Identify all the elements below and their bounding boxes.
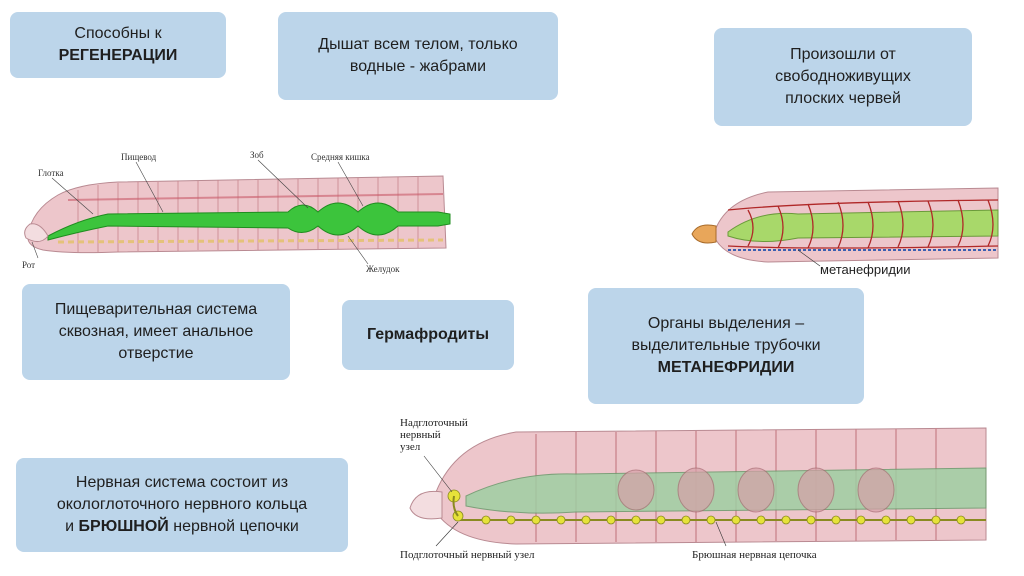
label-nadglot-2: нервный bbox=[400, 429, 441, 441]
card-digestive: Пищеварительная система сквозная, имеет … bbox=[22, 284, 290, 380]
card-text-mixed: и БРЮШНОЙ нервной цепочки bbox=[65, 518, 299, 535]
label-srednyaya: Средняя кишка bbox=[311, 152, 370, 162]
card-text-bold: МЕТАНЕФРИДИИ bbox=[657, 359, 795, 376]
card-text: Нервная система состоит из bbox=[75, 474, 289, 491]
label-zob: Зоб bbox=[250, 150, 264, 160]
card-text: Дышат всем телом, только bbox=[318, 36, 518, 53]
card-breathing: Дышат всем телом, только водные - жабрам… bbox=[278, 12, 558, 100]
label-glotka: Глотка bbox=[38, 168, 64, 178]
label-zheludok: Желудок bbox=[366, 264, 400, 274]
card-excretory: Органы выделения – выделительные трубочк… bbox=[588, 288, 864, 404]
card-regeneration: Способны к РЕГЕНЕРАЦИИ bbox=[10, 12, 226, 78]
label-metanefridii: метанефридии bbox=[820, 262, 910, 277]
card-text: свободноживущих bbox=[775, 68, 911, 85]
card-text: Органы выделения – bbox=[647, 315, 805, 332]
label-rot: Рот bbox=[22, 260, 35, 270]
label-nadglot: Надглоточный bbox=[400, 417, 468, 429]
card-text: окологлоточного нервного кольца bbox=[56, 496, 308, 513]
card-text: Пищеварительная система bbox=[54, 301, 258, 318]
card-text: сквозная, имеет анальное bbox=[58, 323, 254, 340]
card-text: выделительные трубочки bbox=[631, 337, 821, 354]
label-podglot: Подглоточный нервный узел bbox=[400, 549, 535, 561]
excretory-system-diagram: метанефридии bbox=[691, 187, 999, 277]
card-text: Способны к bbox=[74, 25, 162, 42]
card-hermaphrodites: Гермафродиты bbox=[342, 300, 514, 370]
card-text: водные - жабрами bbox=[349, 58, 487, 75]
card-text: отверстие bbox=[118, 345, 194, 362]
card-text-bold: Гермафродиты bbox=[366, 326, 490, 343]
card-text: Произошли от bbox=[790, 46, 896, 63]
card-nervous: Нервная система состоит из окологлоточно… bbox=[16, 458, 348, 552]
digestive-system-diagram: Глотка Пищевод Зоб Средняя кишка Рот Жел… bbox=[22, 150, 451, 274]
card-text-bold: РЕГЕНЕРАЦИИ bbox=[58, 47, 178, 64]
nervous-system-diagram: Надглоточный нервный узел Подглоточный н… bbox=[400, 417, 987, 561]
label-nadglot-3: узел bbox=[400, 441, 421, 453]
card-origin: Произошли от свободноживущих плоских чер… bbox=[714, 28, 972, 126]
label-bryush: Брюшная нервная цепочка bbox=[692, 549, 817, 561]
label-pishchevod: Пищевод bbox=[121, 152, 157, 162]
card-text: плоских червей bbox=[785, 90, 901, 107]
